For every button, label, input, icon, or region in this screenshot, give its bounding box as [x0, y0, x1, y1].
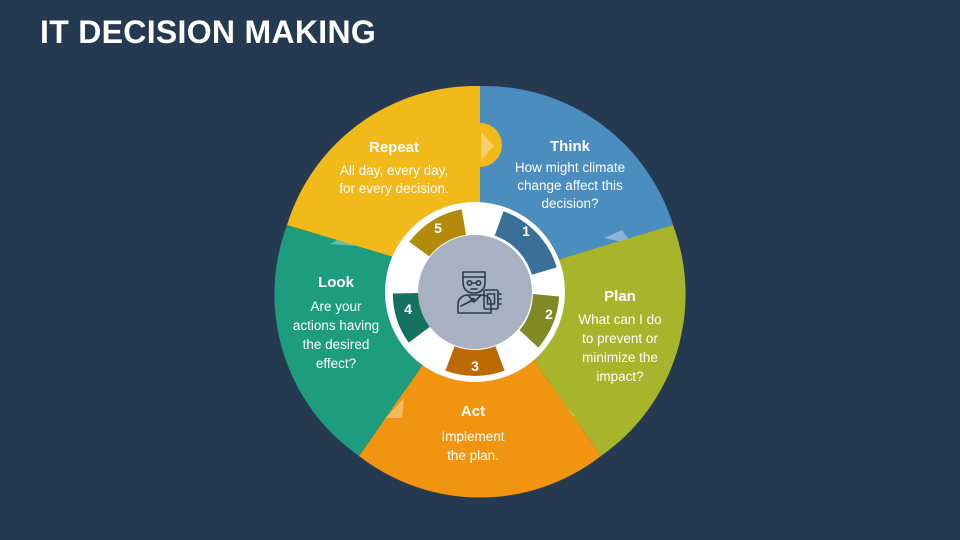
marker-4-number: 4 [404, 301, 412, 317]
marker-3: 3 [445, 346, 505, 376]
marker-2-shape [519, 294, 560, 348]
segment-think-line-3: decision? [541, 196, 598, 211]
segment-look-line-3: the desired [303, 337, 370, 352]
segment-act-shape [359, 283, 601, 498]
segment-plan-line-1: What can I do [578, 312, 661, 327]
segment-repeat-arrow-icon [481, 132, 494, 160]
segment-look-line-4: effect? [316, 356, 356, 371]
segment-plan-line-2: to prevent or [582, 331, 658, 346]
segment-think-line-1: How might climate [515, 160, 625, 175]
segment-think-line-2: change affect this [517, 178, 623, 193]
segment-think-title: Think [550, 138, 591, 155]
segment-look-line-1: Are your [310, 299, 362, 314]
marker-1: 1 [494, 211, 557, 275]
marker-4: 4 [392, 293, 430, 343]
segment-plan-line-4: impact? [596, 369, 643, 384]
segment-act-line-2: the plan. [447, 448, 499, 463]
segment-think-text: Think How might climate change affect th… [515, 138, 625, 211]
marker-5: 5 [409, 209, 466, 257]
segment-plan-title: Plan [604, 288, 636, 305]
segment-repeat-tab [458, 123, 502, 167]
segment-repeat-line-2: for every decision. [339, 181, 449, 196]
segment-act-text: Act Implement the plan. [441, 403, 504, 463]
segment-look-line-2: actions having [293, 318, 379, 333]
segment-repeat-title: Repeat [369, 139, 419, 156]
person-with-chip-icon [457, 271, 502, 314]
segment-repeat-line-1: All day, every day, [340, 163, 448, 178]
marker-2-number: 2 [545, 306, 553, 322]
marker-3-shape [445, 346, 505, 376]
segment-plan-line-3: minimize the [582, 350, 658, 365]
segment-act-title: Act [461, 403, 485, 420]
marker-2: 2 [519, 294, 560, 348]
page-title: IT DECISION MAKING [40, 14, 377, 50]
marker-3-number: 3 [471, 358, 479, 374]
segment-act-arrow-icon [386, 398, 404, 418]
segment-plan-text: Plan What can I do to prevent or minimiz… [578, 288, 661, 384]
segment-act-line-1: Implement [441, 429, 504, 444]
segment-look-title: Look [318, 274, 354, 291]
marker-1-number: 1 [522, 223, 530, 239]
segment-repeat-text: Repeat All day, every day, for every dec… [339, 139, 449, 196]
segment-look-text: Look Are your actions having the desired… [293, 274, 379, 371]
marker-1-shape [494, 211, 557, 275]
marker-5-number: 5 [434, 220, 442, 236]
marker-5-shape [409, 209, 466, 257]
marker-4-shape [392, 293, 430, 343]
center-circle [418, 235, 532, 349]
